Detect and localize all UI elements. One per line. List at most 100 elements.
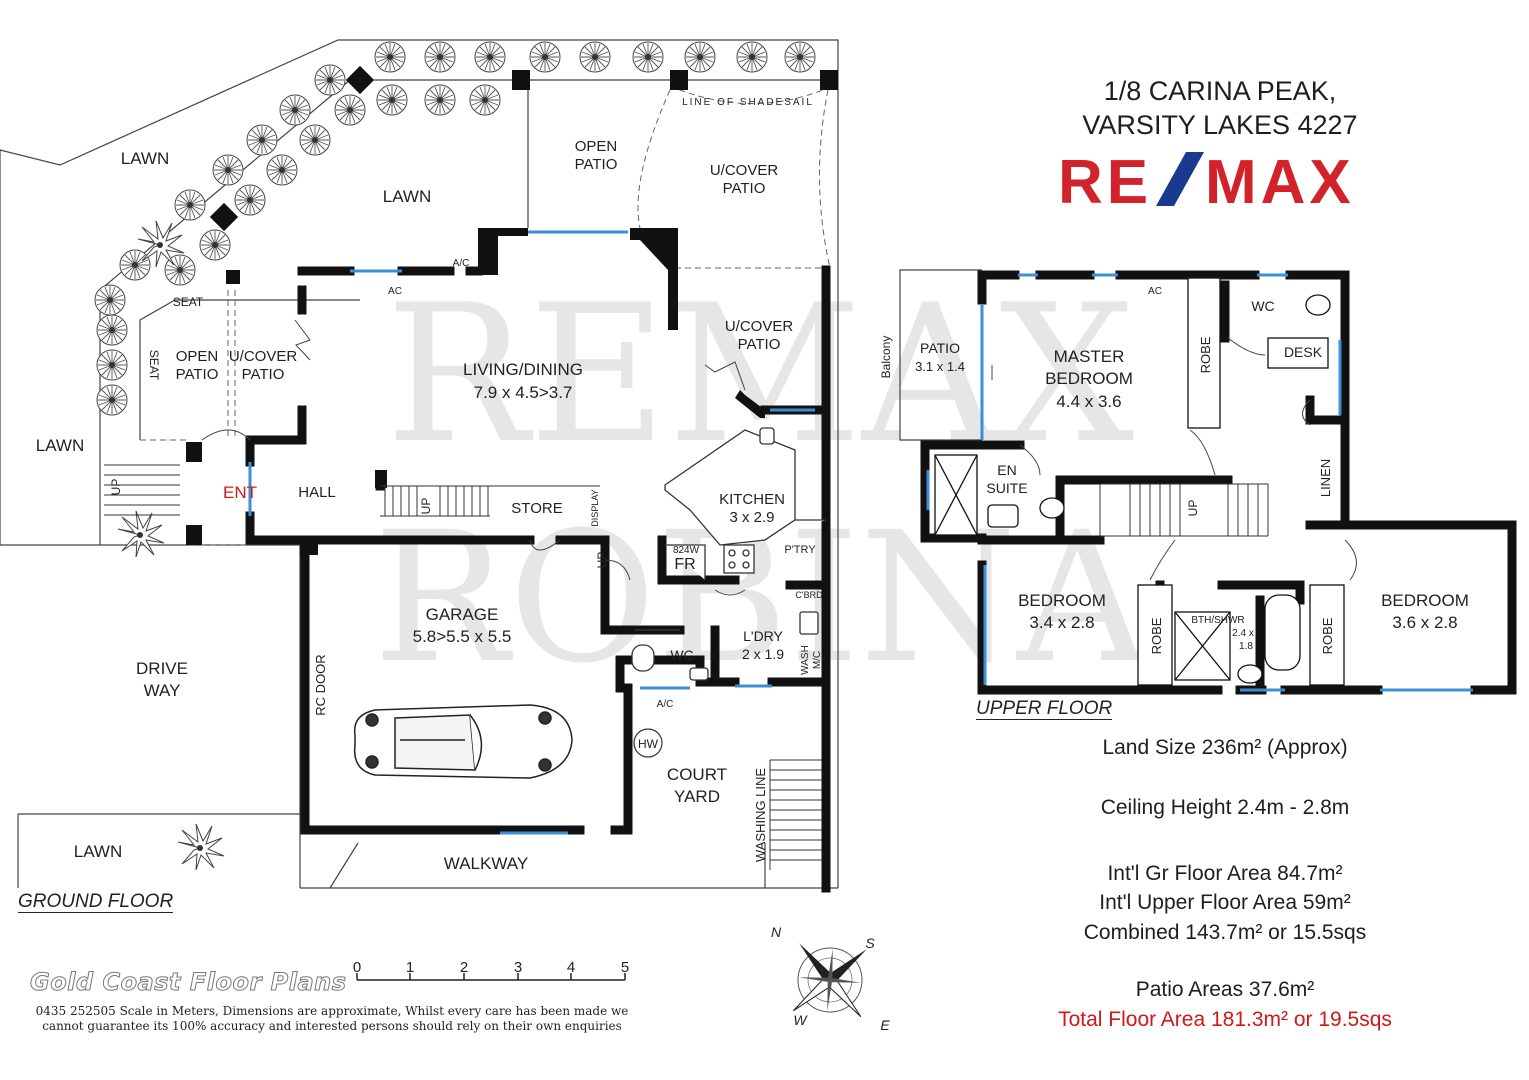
fridge-width-label: 824W bbox=[673, 545, 700, 556]
scale-tick-3: 3 bbox=[514, 959, 522, 976]
bedroom-left-label: BEDROOM bbox=[1018, 591, 1106, 610]
ucover-patio-top-2: PATIO bbox=[723, 180, 766, 197]
upper-patio-size: 3.1 x 1.4 bbox=[915, 359, 965, 374]
hot-water-unit bbox=[633, 728, 663, 758]
master-label-2: BEDROOM bbox=[1045, 369, 1133, 388]
linen-label: LINEN bbox=[1318, 459, 1333, 497]
bedroom-right-label: BEDROOM bbox=[1381, 591, 1469, 610]
ensuite-label-1: EN bbox=[997, 462, 1016, 478]
scale-bar bbox=[356, 973, 626, 981]
master-label-1: MASTER bbox=[1054, 347, 1125, 366]
upper-fixtures bbox=[934, 277, 1345, 686]
upper-floor-area: Int'l Upper Floor Area 59m² bbox=[1099, 891, 1351, 914]
balcony-outline bbox=[899, 269, 982, 441]
shadesail-label: LINE OF SHADESAIL bbox=[682, 97, 814, 108]
remax-logo: RE MAX bbox=[1058, 148, 1355, 217]
cupboard-label: C'BRD bbox=[795, 590, 823, 600]
driveway-label-1: DRIVE bbox=[136, 659, 188, 678]
seat-top-label: SEAT bbox=[173, 295, 204, 309]
windows-upper bbox=[926, 273, 1473, 692]
windows-ground bbox=[248, 230, 815, 835]
bath-size-1: 2.4 x bbox=[1232, 628, 1254, 639]
living-wall-blocks bbox=[300, 228, 765, 555]
desk-label: DESK bbox=[1284, 344, 1323, 360]
ac-label-3: A/C bbox=[657, 699, 674, 710]
ensuite-label-2: SUITE bbox=[986, 480, 1027, 496]
up-label-2: UP bbox=[419, 498, 433, 515]
fridge-label: FR bbox=[674, 556, 695, 573]
address-line-2: VARSITY LAKES 4227 bbox=[1082, 110, 1358, 140]
patio-area: Patio Areas 37.6m² bbox=[1135, 978, 1315, 1001]
ac-label-2: AC bbox=[388, 286, 402, 297]
ucover-patio-right-2: PATIO bbox=[738, 336, 781, 353]
balcony-label: Balcony bbox=[879, 336, 893, 379]
up-label-1: UP bbox=[109, 479, 123, 496]
ucover-patio-right-1: U/COVER bbox=[725, 318, 794, 335]
living-dining-size: 7.9 x 4.5>3.7 bbox=[474, 383, 573, 402]
compass-n: N bbox=[771, 924, 782, 940]
ground-floor-area: Int'l Gr Floor Area 84.7m² bbox=[1107, 862, 1343, 885]
kitchen-bench bbox=[631, 427, 826, 681]
compass-s-top: S bbox=[865, 935, 875, 951]
laundry-label: L'DRY bbox=[743, 628, 783, 644]
lawn-side-label: LAWN bbox=[36, 436, 85, 455]
upper-stairs bbox=[1099, 483, 1269, 537]
lawn-mid-label: LAWN bbox=[383, 187, 432, 206]
mc-label: M/C bbox=[812, 651, 823, 669]
bath-label: BTH/SHWR bbox=[1191, 615, 1244, 626]
court-yard-label-2: YARD bbox=[674, 787, 720, 806]
wc-ground-label: WC bbox=[670, 647, 693, 663]
garage-size: 5.8>5.5 x 5.5 bbox=[413, 627, 512, 646]
lawn-bottom-label: LAWN bbox=[74, 842, 123, 861]
upper-ac-label: AC bbox=[1148, 286, 1162, 297]
dashed-lines bbox=[140, 85, 831, 546]
walkway-label: WALKWAY bbox=[444, 854, 528, 873]
upper-up-label: UP bbox=[1186, 500, 1200, 517]
remax-re: RE bbox=[1058, 148, 1152, 217]
hall-label: HALL bbox=[298, 484, 336, 501]
display-label: DISPLAY bbox=[590, 489, 600, 526]
footer-brand: Gold Coast Floor Plans bbox=[30, 968, 347, 997]
scale-tick-5: 5 bbox=[621, 959, 629, 976]
scale-tick-0: 0 bbox=[353, 959, 361, 976]
compass-w: W bbox=[793, 1012, 808, 1028]
lawn-left-label: LAWN bbox=[121, 149, 170, 168]
living-dining-label: LIVING/DINING bbox=[463, 360, 583, 379]
upper-wc-label: WC bbox=[1251, 298, 1274, 314]
remax-max: MAX bbox=[1205, 148, 1355, 217]
bedroom-right-size: 3.6 x 2.8 bbox=[1392, 613, 1457, 632]
land-size: Land Size 236m² (Approx) bbox=[1102, 736, 1348, 759]
site-boundary bbox=[0, 39, 839, 889]
seat-side-label: SEAT bbox=[147, 350, 161, 381]
footer-note-1: 0435 252505 Scale in Meters, Dimensions … bbox=[35, 1004, 629, 1018]
total-floor-area: Total Floor Area 181.3m² or 19.5sqs bbox=[1058, 1008, 1392, 1031]
footer-note-2: cannot guarantee its 100% accuracy and i… bbox=[42, 1019, 622, 1033]
upper-floor-walls bbox=[920, 270, 1517, 695]
palm-2 bbox=[117, 510, 165, 558]
garage-label: GARAGE bbox=[426, 605, 499, 624]
entry-label: ENT bbox=[223, 483, 257, 502]
robe-label-1: ROBE bbox=[1198, 336, 1213, 373]
kitchen-label: KITCHEN bbox=[719, 491, 785, 508]
store-label: STORE bbox=[511, 500, 562, 517]
open-patio-left-1: OPEN bbox=[176, 348, 219, 365]
combined-area: Combined 143.7m² or 15.5sqs bbox=[1083, 921, 1367, 944]
wash-label: WASH bbox=[800, 645, 811, 675]
robe-label-2: ROBE bbox=[1149, 617, 1164, 654]
compass-icon bbox=[792, 943, 867, 1018]
compass-e: E bbox=[880, 1017, 890, 1033]
washing-line-label: WASHING LINE bbox=[753, 768, 768, 862]
up-label-3: UP bbox=[595, 552, 609, 569]
robe-label-3: ROBE bbox=[1320, 617, 1335, 654]
master-size: 4.4 x 3.6 bbox=[1056, 392, 1121, 411]
court-yard-label-1: COURT bbox=[667, 765, 727, 784]
hot-water-label: HW bbox=[638, 737, 659, 751]
driveway-label-2: WAY bbox=[144, 681, 181, 700]
open-patio-top-1: OPEN bbox=[575, 138, 618, 155]
ac-label-1: A/C bbox=[453, 258, 470, 269]
rc-door-label: RC DOOR bbox=[313, 654, 328, 715]
upper-floor-label: UPPER FLOOR bbox=[976, 698, 1113, 720]
car-icon bbox=[353, 704, 573, 779]
kitchen-size: 3 x 2.9 bbox=[729, 509, 774, 526]
